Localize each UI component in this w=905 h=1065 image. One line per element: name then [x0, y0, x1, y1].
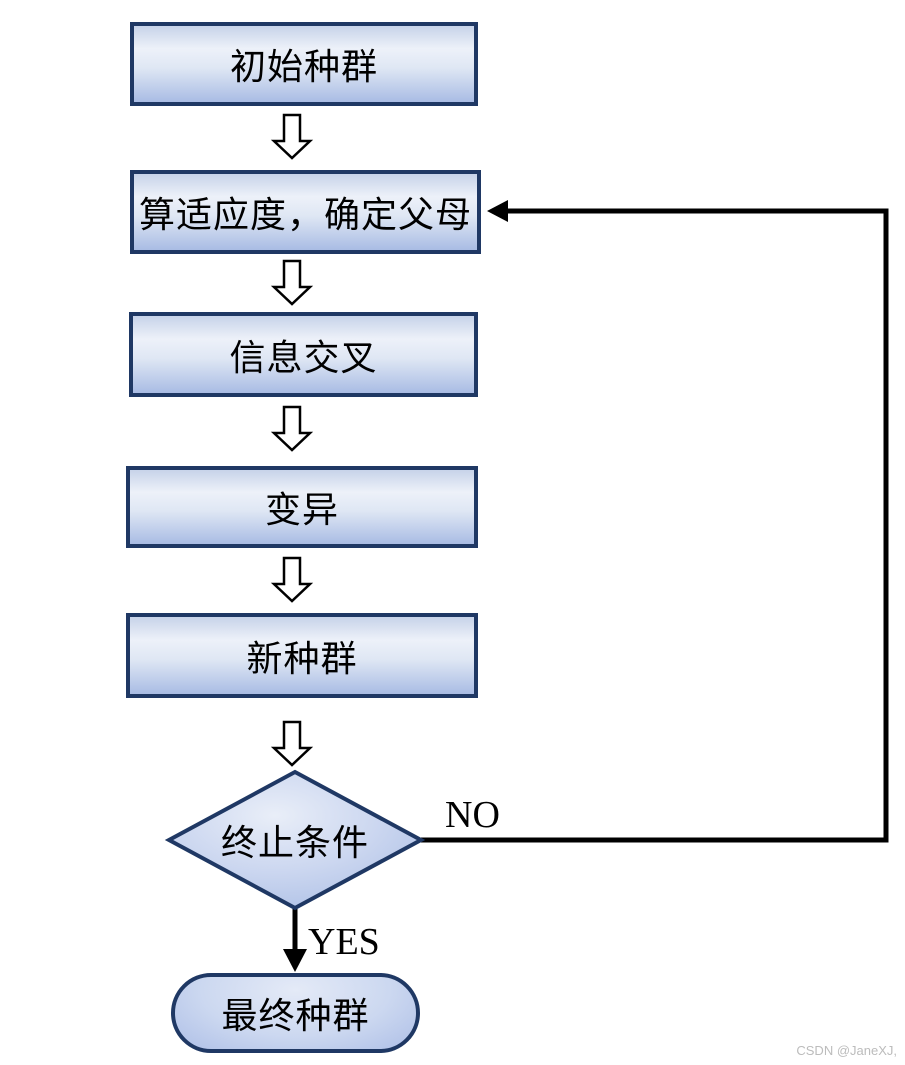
decision-diamond-shape: [164, 769, 426, 911]
node-mutation: 变异: [126, 466, 478, 548]
node-label: 新种群: [246, 638, 358, 680]
node-label: 终止条件: [220, 823, 369, 864]
node-label: 算适应度，确定父母: [138, 195, 472, 236]
no-loop-arrowhead-icon: [487, 200, 508, 222]
node-label: 变异: [264, 490, 339, 531]
node-fitness-parents: 算适应度，确定父母: [130, 170, 481, 254]
yes-edge-label: YES: [308, 921, 380, 963]
no-edge-label: NO: [445, 794, 500, 836]
down-arrow-icon: [270, 113, 314, 160]
node-label: 最终种群: [221, 996, 370, 1037]
watermark: CSDN @JaneXJ,: [796, 1043, 897, 1058]
node-label: 信息交叉: [229, 337, 378, 379]
down-arrow-icon: [270, 720, 314, 767]
node-label: 初始种群: [229, 47, 378, 88]
node-initial-population: 初始种群: [130, 22, 478, 106]
down-arrow-icon: [270, 259, 314, 306]
down-arrow-icon: [270, 556, 314, 603]
down-arrow-icon: [270, 405, 314, 452]
no-loop-line: [421, 208, 889, 843]
node-termination-condition: 终止条件: [169, 772, 421, 908]
node-crossover: 信息交叉: [129, 312, 478, 397]
node-new-population: 新种群: [126, 613, 478, 698]
yes-arrowhead-icon: [283, 949, 307, 972]
node-final-population: 最终种群: [171, 973, 420, 1053]
